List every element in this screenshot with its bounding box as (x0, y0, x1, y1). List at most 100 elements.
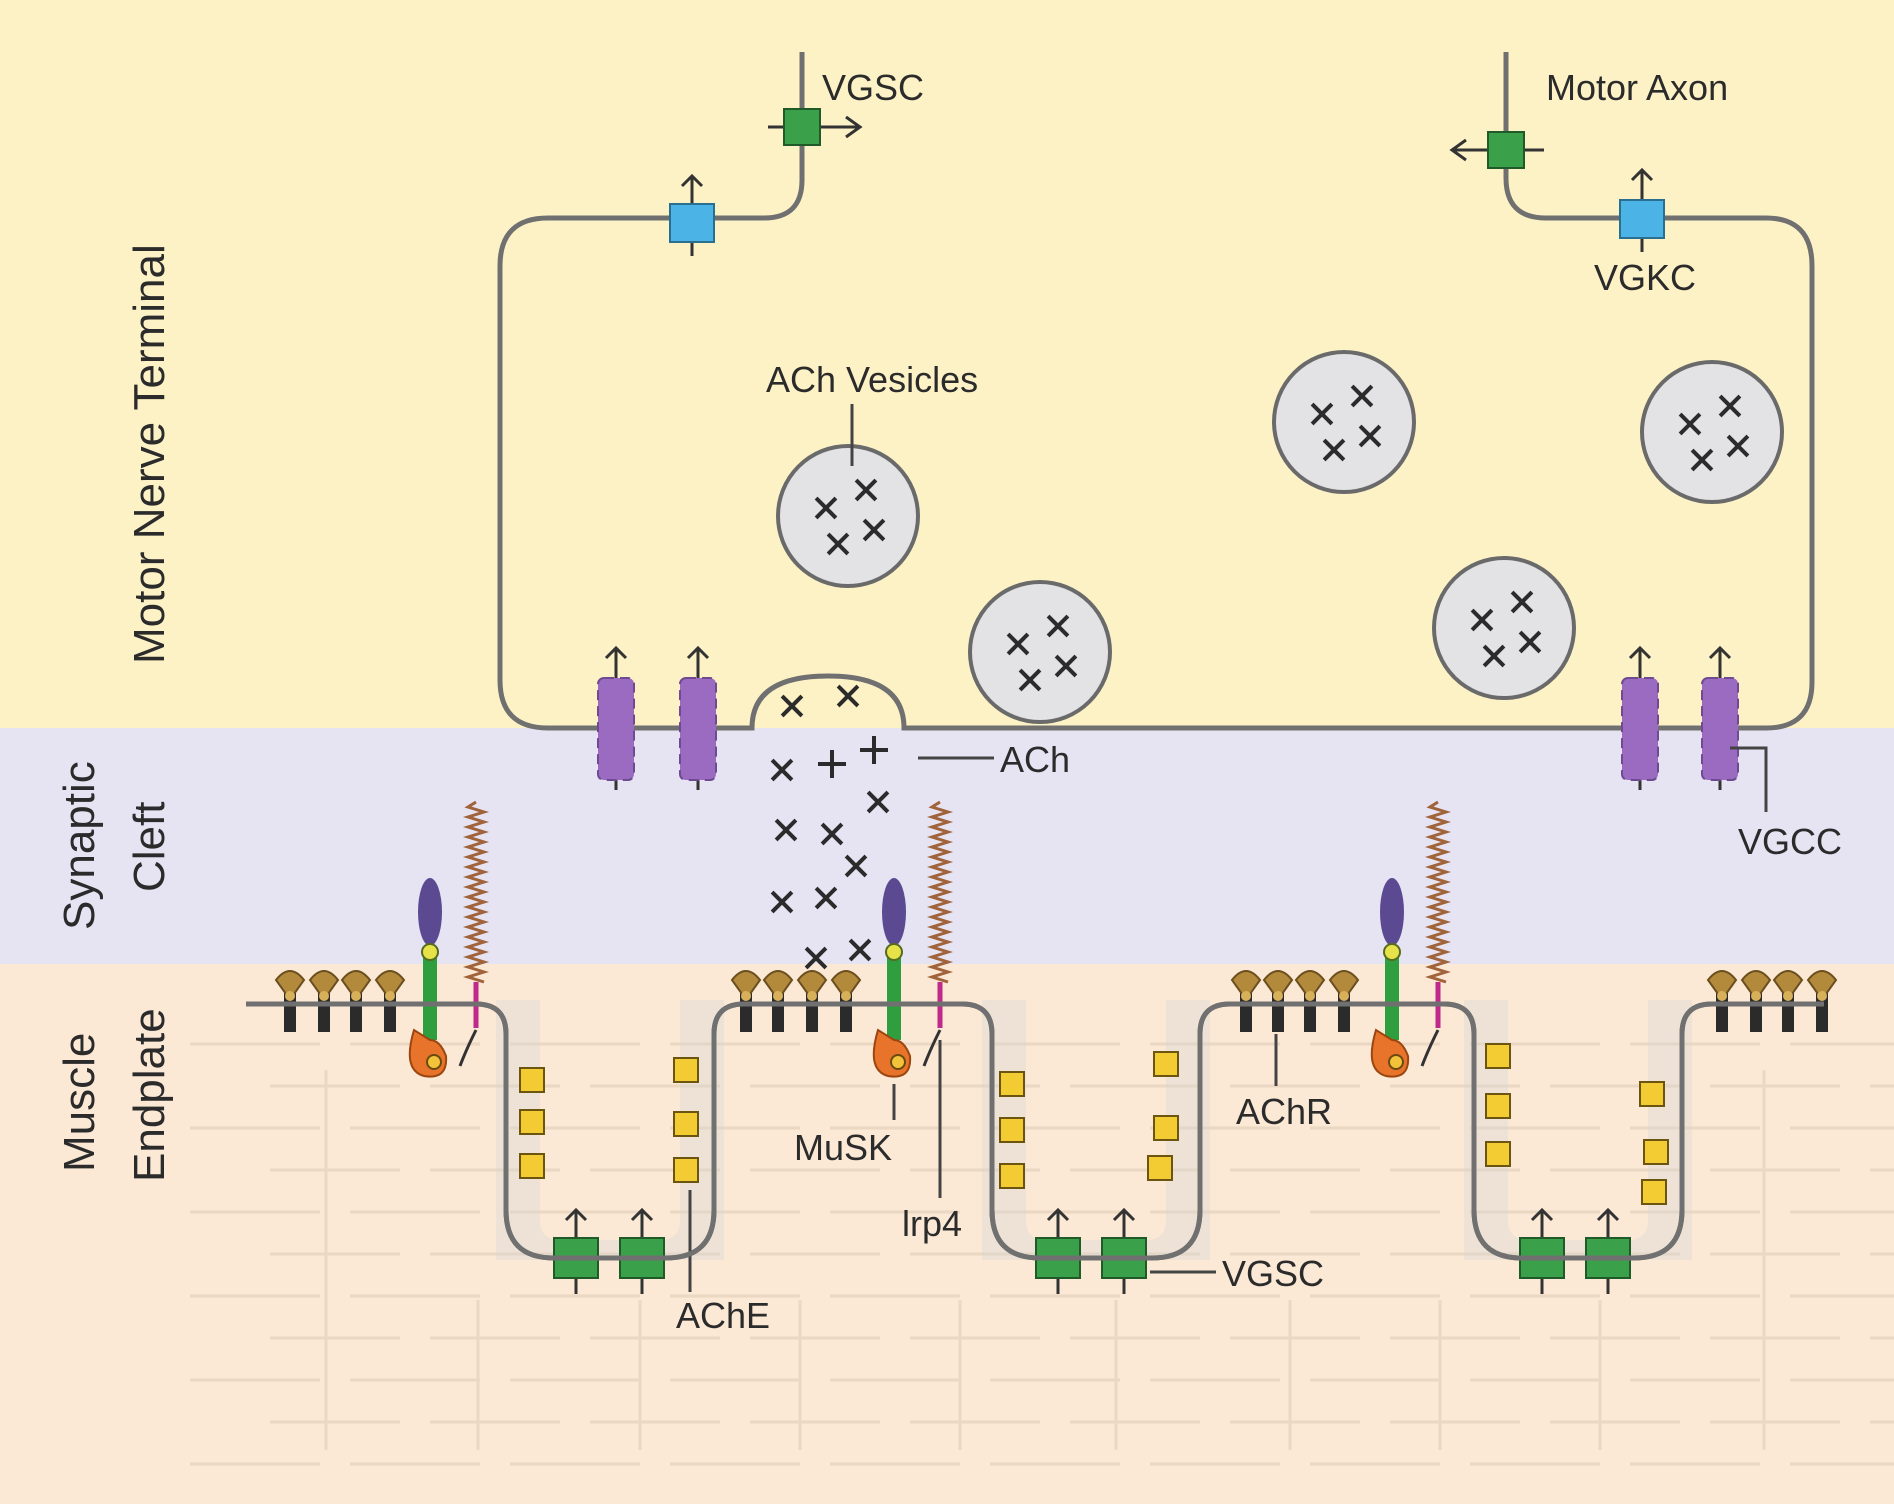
ach-molecule (1718, 394, 1742, 418)
ach-molecule (866, 790, 890, 814)
ache-enzyme (1639, 1081, 1665, 1107)
ach-vesicle (1640, 360, 1784, 504)
achr-receptor (374, 970, 406, 1032)
ache-enzyme (519, 1153, 545, 1179)
label-vgkc: VGKC (1594, 257, 1696, 298)
vgkc-channel-left (669, 173, 715, 256)
ach-molecule (1510, 590, 1534, 614)
ache-enzyme (1153, 1051, 1179, 1077)
musk-complex (872, 800, 954, 1078)
ach-molecule (1690, 448, 1714, 472)
achr-receptor (274, 970, 306, 1032)
ach-molecule (860, 736, 888, 764)
ach-molecule (836, 684, 860, 708)
label-motor-axon: Motor Axon (1546, 67, 1728, 108)
ach-molecule (1470, 608, 1494, 632)
lrp4-extracellular (1424, 800, 1452, 984)
ach-molecule (774, 818, 798, 842)
endplate-region (0, 964, 1894, 1504)
lrp4-extracellular (926, 800, 954, 984)
achr-receptor (1328, 970, 1360, 1032)
vgsc-axon-left (768, 108, 863, 146)
ache-enzyme (1485, 1141, 1511, 1167)
ach-molecule (770, 890, 794, 914)
vgsc-axon-right (1449, 131, 1544, 169)
achr-receptor (796, 970, 828, 1032)
label-ache: AChE (676, 1295, 770, 1336)
achr-receptor (1262, 970, 1294, 1032)
label-ach-vesicles: ACh Vesicles (766, 359, 978, 400)
muscle-fiber-pattern (190, 1042, 1894, 1466)
muscle-membrane-overlay (246, 1001, 1824, 1261)
ach-molecule (1726, 434, 1750, 458)
musk-lrp4-complexes (408, 800, 1452, 1078)
ach-molecule (854, 478, 878, 502)
ach-molecule (1322, 438, 1346, 462)
label-synaptic-cleft-line1: Synaptic (55, 761, 104, 930)
label-vgsc-axon: VGSC (822, 67, 924, 108)
ach-molecule (820, 822, 844, 846)
ach-molecule (826, 532, 850, 556)
agrin (882, 878, 906, 946)
ach-molecule (848, 938, 872, 962)
ach-vesicle (776, 444, 920, 588)
musk-stem (423, 950, 437, 1040)
ache-enzyme (999, 1117, 1025, 1143)
ach-molecule (1678, 412, 1702, 436)
ache-enzyme (1153, 1115, 1179, 1141)
ach-molecule (844, 854, 868, 878)
label-achr: AChR (1236, 1091, 1332, 1132)
ach-molecule (1006, 632, 1030, 656)
ach-molecule (818, 750, 846, 778)
achr-receptor (1740, 970, 1772, 1032)
ach-molecule (1350, 384, 1374, 408)
lrp4-extracellular (462, 800, 490, 984)
ach-vesicle (968, 580, 1112, 724)
musk-stem (887, 950, 901, 1040)
ach-molecule (1310, 402, 1334, 426)
achr-receptor (308, 970, 340, 1032)
vgcc-channel (1701, 645, 1739, 790)
label-vgsc-muscle: VGSC (1222, 1253, 1324, 1294)
musk-complex (408, 800, 490, 1078)
ach-molecule (1482, 644, 1506, 668)
achr-receptor (830, 970, 862, 1032)
ach-molecule (780, 694, 804, 718)
vgkc-channel-right (1619, 167, 1665, 252)
label-muscle-endplate-line2: Endplate (125, 1008, 174, 1182)
ach-vesicles (776, 350, 1784, 724)
ache-enzyme (673, 1157, 699, 1183)
ach-molecule (1518, 630, 1542, 654)
musk-complex (1370, 800, 1452, 1078)
label-synaptic-cleft-line2: Cleft (125, 802, 174, 892)
ache-enzymes (519, 1043, 1669, 1205)
achr-receptor (762, 970, 794, 1032)
ach-vesicle (1272, 350, 1416, 494)
ache-enzyme (1485, 1093, 1511, 1119)
achr-receptors (274, 970, 1838, 1032)
ach-molecule (1358, 424, 1382, 448)
vgcc-channels (597, 645, 1739, 790)
label-vgcc: VGCC (1738, 821, 1842, 862)
ach-molecule (862, 518, 886, 542)
achr-receptor (1294, 970, 1326, 1032)
vgcc-channel (679, 645, 717, 790)
achr-receptor (340, 970, 372, 1032)
ache-enzyme (999, 1163, 1025, 1189)
ache-enzyme (673, 1057, 699, 1083)
ach-molecule (1054, 654, 1078, 678)
ach-molecule (770, 758, 794, 782)
ache-enzyme (673, 1111, 699, 1137)
achr-receptor (730, 970, 762, 1032)
ache-enzyme (999, 1071, 1025, 1097)
label-muscle-endplate-line1: Muscle (55, 1033, 104, 1172)
ach-molecule (804, 946, 828, 970)
label-lrp4: lrp4 (902, 1203, 962, 1244)
terminal-region (0, 0, 1894, 728)
ach-molecule (814, 886, 838, 910)
ache-enzyme (1641, 1179, 1667, 1205)
achr-receptor (1806, 970, 1838, 1032)
label-musk: MuSK (794, 1127, 892, 1168)
vgcc-channel (1621, 645, 1659, 790)
